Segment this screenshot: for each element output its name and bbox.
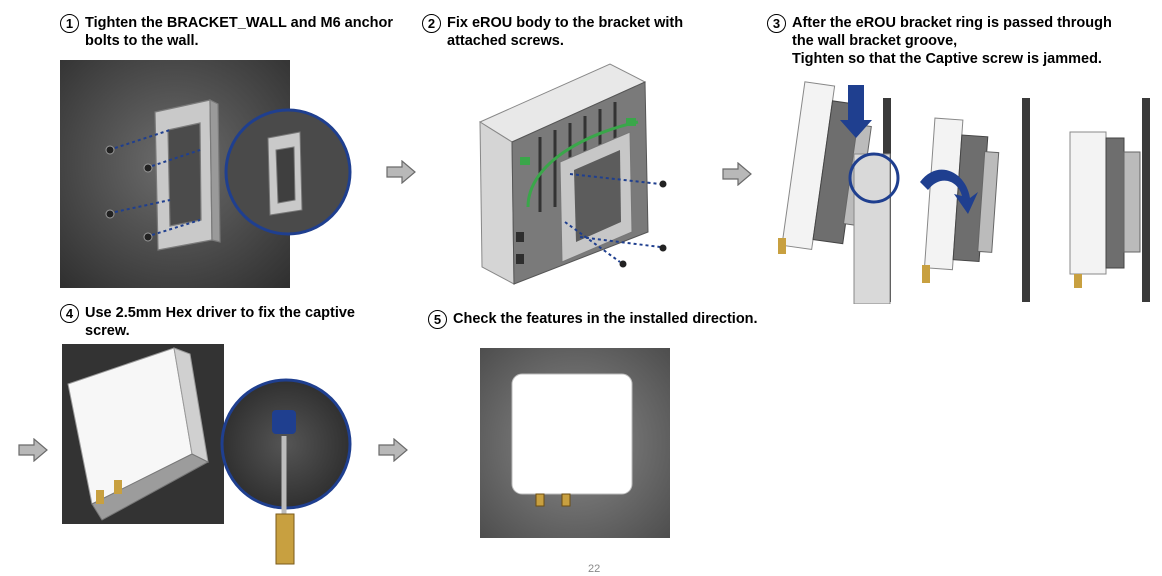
step-2-number: 2 — [422, 14, 441, 33]
step-2-text: Fix eROU body to the bracket with attach… — [447, 15, 684, 49]
step-3-bracket-ring-illustration — [778, 81, 1150, 304]
step-4-number: 4 — [60, 304, 79, 323]
step-2-title: 2 Fix eROU body to the bracket with atta… — [422, 14, 683, 50]
next-step-arrow-icon — [722, 162, 752, 186]
step-4-hex-driver-illustration — [62, 344, 352, 565]
step-3-text: After the eROU bracket ring is passed th… — [792, 15, 1112, 67]
step-1-title: 1 Tighten the BRACKET_WALL and M6 anchor… — [60, 14, 393, 50]
next-step-arrow-icon — [18, 438, 48, 462]
next-step-arrow-icon — [386, 160, 416, 184]
step-4-title: 4 Use 2.5mm Hex driver to fix the captiv… — [60, 304, 355, 340]
step-5-number: 5 — [428, 310, 447, 329]
step-3-title: 3 After the eROU bracket ring is passed … — [767, 14, 1112, 68]
page-number: 22 — [588, 563, 601, 575]
step-1-text: Tighten the BRACKET_WALL and M6 anchor b… — [85, 15, 394, 49]
step-5-title: 5 Check the features in the installed di… — [428, 310, 758, 329]
step-5-text: Check the features in the installed dire… — [453, 311, 758, 327]
step-2-eRou-body-mount-illustration — [478, 63, 667, 285]
step-3-number: 3 — [767, 14, 786, 33]
step-1-number: 1 — [60, 14, 79, 33]
step-1-wall-bracket-illustration — [60, 60, 352, 288]
next-step-arrow-icon — [378, 438, 408, 462]
step-4-text: Use 2.5mm Hex driver to fix the captive … — [85, 305, 355, 339]
step-5-installed-unit-illustration — [480, 348, 670, 538]
